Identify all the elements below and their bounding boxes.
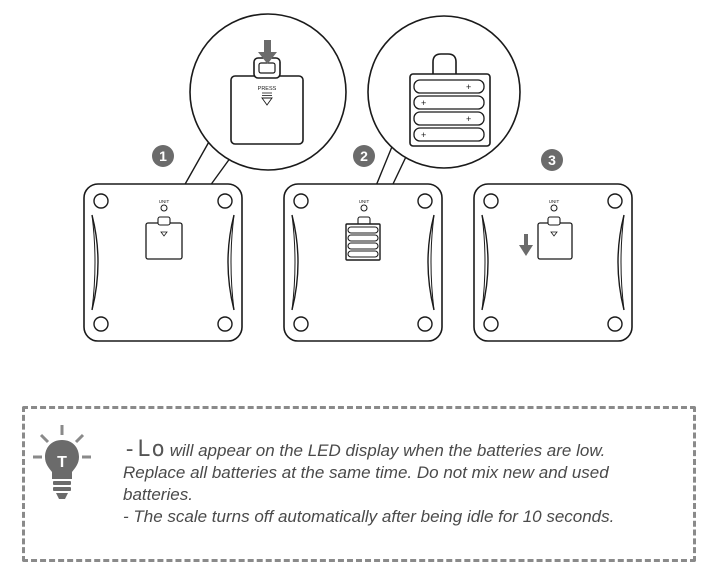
scale-2-body [283, 183, 443, 342]
step-1-badge [152, 145, 174, 167]
tip-line-2: Replace all batteries at the same time. … [123, 463, 609, 504]
battery-pack-icon: + + + + [413, 79, 485, 142]
step-1-illustration: PRESS 1 UNIT [83, 13, 347, 342]
scale-3-body [473, 183, 633, 342]
battery-installation-diagram: PRESS 1 UNIT [83, 13, 633, 342]
step-3-badge [541, 149, 563, 171]
lo-display-code: -Lo [123, 437, 166, 462]
step-2-badge [353, 145, 375, 167]
svg-text:T: T [57, 454, 67, 471]
step-2-illustration: + + + + 2 UNIT [283, 15, 521, 342]
step-2-number: 2 [360, 148, 368, 164]
lightbulb-tip-icon: T [33, 425, 91, 499]
unit-label-2: UNIT [359, 199, 370, 204]
svg-text:+: + [421, 130, 426, 140]
press-label: PRESS [258, 86, 277, 92]
unit-label-1: UNIT [159, 199, 170, 204]
tip-line-3: - The scale turns off automatically afte… [123, 507, 615, 526]
svg-text:+: + [466, 114, 471, 124]
svg-text:+: + [466, 82, 471, 92]
unit-label-3: UNIT [549, 199, 560, 204]
step-3-illustration: 3 UNIT [473, 149, 633, 342]
scale-1-body [83, 183, 243, 342]
svg-text:+: + [421, 98, 426, 108]
insert-down-arrow-icon [519, 234, 533, 256]
step-1-number: 1 [159, 148, 167, 164]
step-3-number: 3 [548, 152, 556, 168]
press-down-arrow-icon [258, 40, 277, 64]
